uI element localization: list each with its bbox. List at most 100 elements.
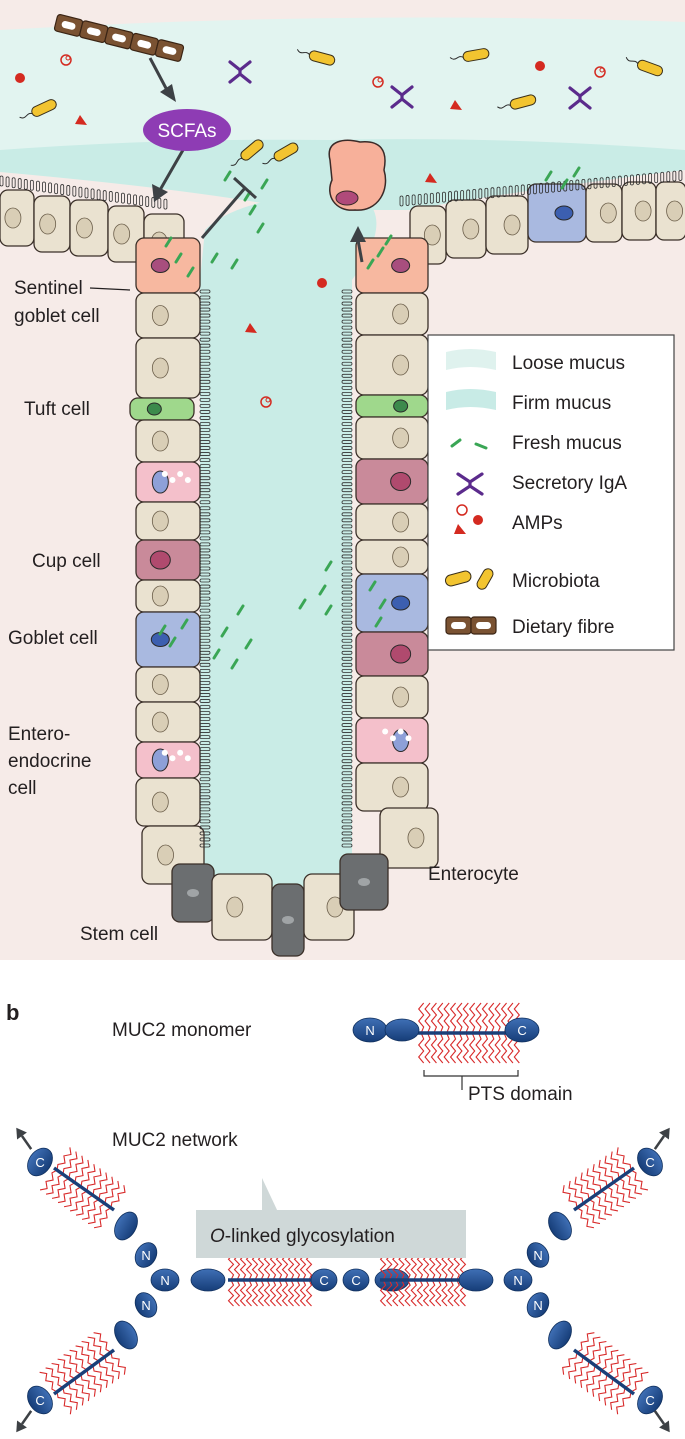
terminal-letter: N xyxy=(533,1298,542,1313)
globular-domain xyxy=(190,1268,226,1292)
iga-antibody-icon xyxy=(390,85,414,109)
cup-cell xyxy=(135,539,201,581)
fresh-mucus-dash xyxy=(223,170,232,182)
amp-hexagon-icon xyxy=(473,515,483,525)
globular-domain xyxy=(548,1320,572,1350)
legend-item-fresh-mucus-dashes: Fresh mucus xyxy=(450,433,622,454)
legend-item-firm-mucus-swatch: Firm mucus xyxy=(446,389,611,414)
terminal-domain: C xyxy=(504,1017,540,1043)
legend-label: Microbiota xyxy=(512,571,600,592)
entero-cell xyxy=(135,741,201,779)
legend-item-fibre-icon: Dietary fibre xyxy=(445,616,614,638)
terminal-letter: N xyxy=(533,1248,542,1263)
label-entero-2: endocrine xyxy=(8,751,91,772)
bacterium-icon xyxy=(296,49,336,66)
enterocyte-cell xyxy=(355,762,429,812)
terminal-letter: C xyxy=(319,1273,328,1288)
globular-domain xyxy=(114,1320,138,1350)
enterocyte-cell xyxy=(135,501,201,541)
fresh-mucus-dash xyxy=(220,626,229,638)
amp-curl-icon xyxy=(372,76,384,88)
fresh-mucus-dashes xyxy=(158,166,581,670)
legend-item-antibody-icon: Secretory IgA xyxy=(456,472,627,496)
enterocyte-cell xyxy=(211,873,273,941)
cup-cell xyxy=(355,458,429,505)
fresh-mucus-dash xyxy=(378,598,387,610)
enterocyte-cell xyxy=(655,181,685,241)
iga-antibody-icon xyxy=(568,86,592,110)
legend-label: AMPs xyxy=(512,513,563,534)
fresh-mucus-dash xyxy=(366,258,375,270)
fresh-mucus-dash xyxy=(212,648,221,660)
fresh-mucus-dash xyxy=(544,170,553,182)
protein-backbone xyxy=(52,1348,116,1396)
glycosylation-callout: O-linked glycosylation xyxy=(196,1178,466,1258)
fresh-mucus-dash xyxy=(374,616,383,628)
terminal-domain: C xyxy=(637,1147,663,1177)
terminal-letter: N xyxy=(160,1273,169,1288)
enterocyte-cell xyxy=(621,181,657,241)
fresh-mucus-dash xyxy=(230,258,239,270)
terminal-domain: N xyxy=(134,1242,158,1268)
globular-domain xyxy=(384,1018,420,1042)
iga-antibody-icon xyxy=(228,60,252,84)
expelled-sentinel-cell xyxy=(328,139,387,263)
label-entero-1: Entero- xyxy=(8,724,70,745)
label-pts-domain: PTS domain xyxy=(468,1084,573,1105)
enterocyte-cell xyxy=(135,419,201,463)
fibre-icon xyxy=(445,616,497,635)
amp-curl-icon xyxy=(60,54,72,66)
bacterium-icon xyxy=(230,139,264,166)
fresh-mucus-dash xyxy=(210,252,219,264)
label-enterocyte: Enterocyte xyxy=(428,864,519,885)
fresh-mucus-dash xyxy=(180,618,189,630)
extension-arrow-icon xyxy=(653,1410,670,1433)
fresh-mucus-dash xyxy=(376,246,385,258)
fresh-mucus-dash xyxy=(248,204,257,216)
label-goblet: Goblet cell xyxy=(8,628,98,649)
amp-triangle-icon xyxy=(245,323,257,333)
enterocyte-cell xyxy=(135,292,201,339)
amp-curl-icon xyxy=(456,504,468,516)
label-muc2-network: MUC2 network xyxy=(112,1130,238,1151)
amp-curl-icon xyxy=(260,396,272,408)
firm-mucus-swatch xyxy=(446,389,496,410)
label-tuft: Tuft cell xyxy=(24,399,90,420)
goblet-cell xyxy=(355,573,429,633)
legend-item-amp-shapes-icon: AMPs xyxy=(454,504,563,534)
legend-label: Firm mucus xyxy=(512,393,611,414)
tuft-cell xyxy=(129,397,195,421)
amp-triangle-icon xyxy=(75,115,87,125)
bacteria-icon xyxy=(444,568,494,590)
terminal-letter: C xyxy=(517,1023,526,1038)
glyco-label-rest: -linked glycosylation xyxy=(225,1226,395,1247)
fresh-mucus-dash xyxy=(164,236,173,248)
globular-domain xyxy=(114,1211,138,1241)
legend-label: Dietary fibre xyxy=(512,617,614,638)
fresh-mucus-dash xyxy=(298,598,307,610)
pts-bracket xyxy=(423,1070,519,1090)
terminal-letter: C xyxy=(35,1393,44,1408)
cell-type-labels: Sentinel goblet cell Tuft cell Cup cell … xyxy=(8,278,519,945)
amp-triangle-icon xyxy=(450,100,462,110)
fresh-mucus-dash xyxy=(384,234,393,246)
terminal-domain: C xyxy=(342,1268,370,1292)
bacterium-icon xyxy=(19,99,57,119)
terminal-letter: N xyxy=(141,1248,150,1263)
extension-arrow-icon xyxy=(16,1127,33,1150)
label-sentinel-line1: Sentinel xyxy=(14,278,83,299)
cup-cell xyxy=(355,631,429,677)
panel-b-letter: b xyxy=(6,1000,19,1025)
legend-label: Loose mucus xyxy=(512,353,625,374)
stem-cell xyxy=(271,883,305,957)
terminal-letter: C xyxy=(645,1155,654,1170)
svg-text:O-linked glycosylation: O-linked glycosylation xyxy=(210,1226,395,1247)
extension-arrow-icon xyxy=(16,1410,33,1433)
terminal-domain: N xyxy=(503,1268,533,1292)
tuft-cell xyxy=(355,394,429,418)
terminal-domain: C xyxy=(310,1268,338,1292)
terminal-domain: C xyxy=(27,1147,53,1177)
pts-glycans xyxy=(562,1332,649,1415)
